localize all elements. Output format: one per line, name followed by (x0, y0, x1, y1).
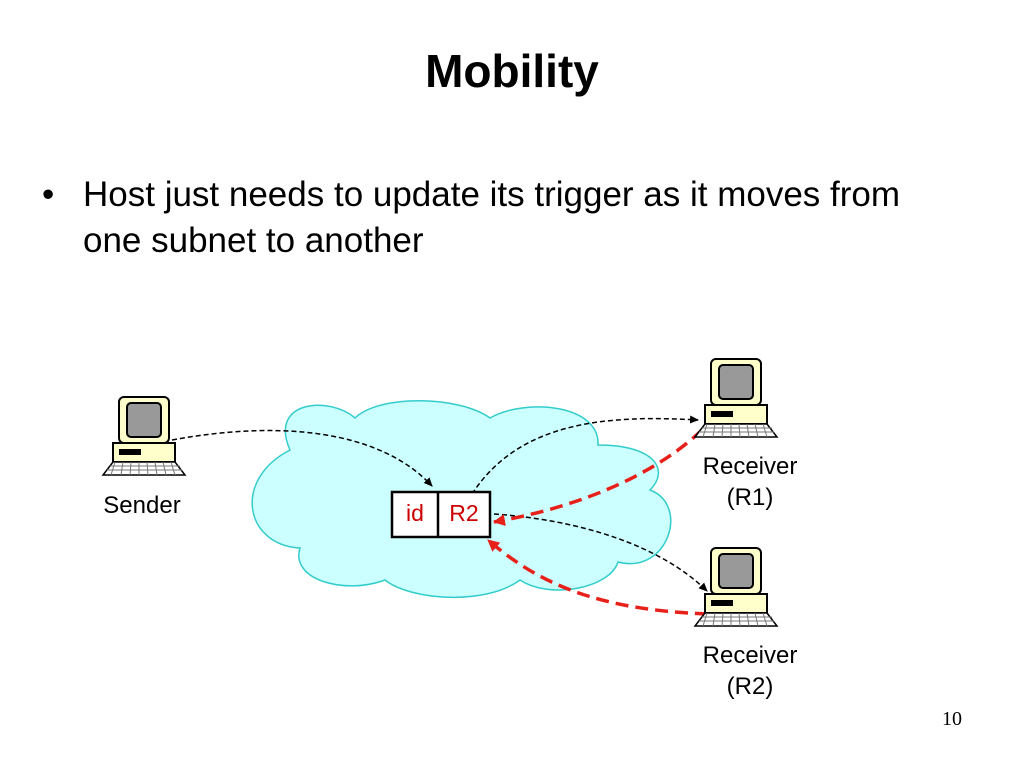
edge-receiver1-update (493, 428, 704, 526)
trigger-id-text: id (406, 500, 424, 526)
receiver2-label: Receiver (R2) (685, 640, 815, 702)
edge-trigger-to-receiver2 (493, 513, 708, 592)
edge-sender-to-trigger (171, 429, 433, 487)
slide-title: Mobility (425, 45, 599, 97)
bullet-marker: • (42, 175, 55, 214)
receiver2-label-line1: Receiver (702, 642, 798, 669)
receiver1-label: Receiver (R1) (685, 451, 815, 513)
receiver1-label-line1: Receiver (702, 453, 798, 480)
receiver2-computer-icon (694, 547, 778, 627)
bullet-text: Host just needs to update its trigger as… (83, 175, 901, 260)
edge-receiver2-update (486, 538, 709, 616)
sender-computer-icon (102, 396, 186, 476)
receiver1-computer-icon (694, 358, 778, 438)
edge-trigger-to-receiver1 (471, 415, 699, 495)
trigger-entry: id R2 (390, 490, 492, 539)
receiver1-label-line2: (R1) (726, 484, 774, 511)
page-number: 10 (942, 708, 962, 730)
trigger-address-text: R2 (449, 500, 478, 526)
sender-label: Sender (103, 492, 181, 519)
receiver2-label-line2: (R2) (726, 673, 774, 700)
